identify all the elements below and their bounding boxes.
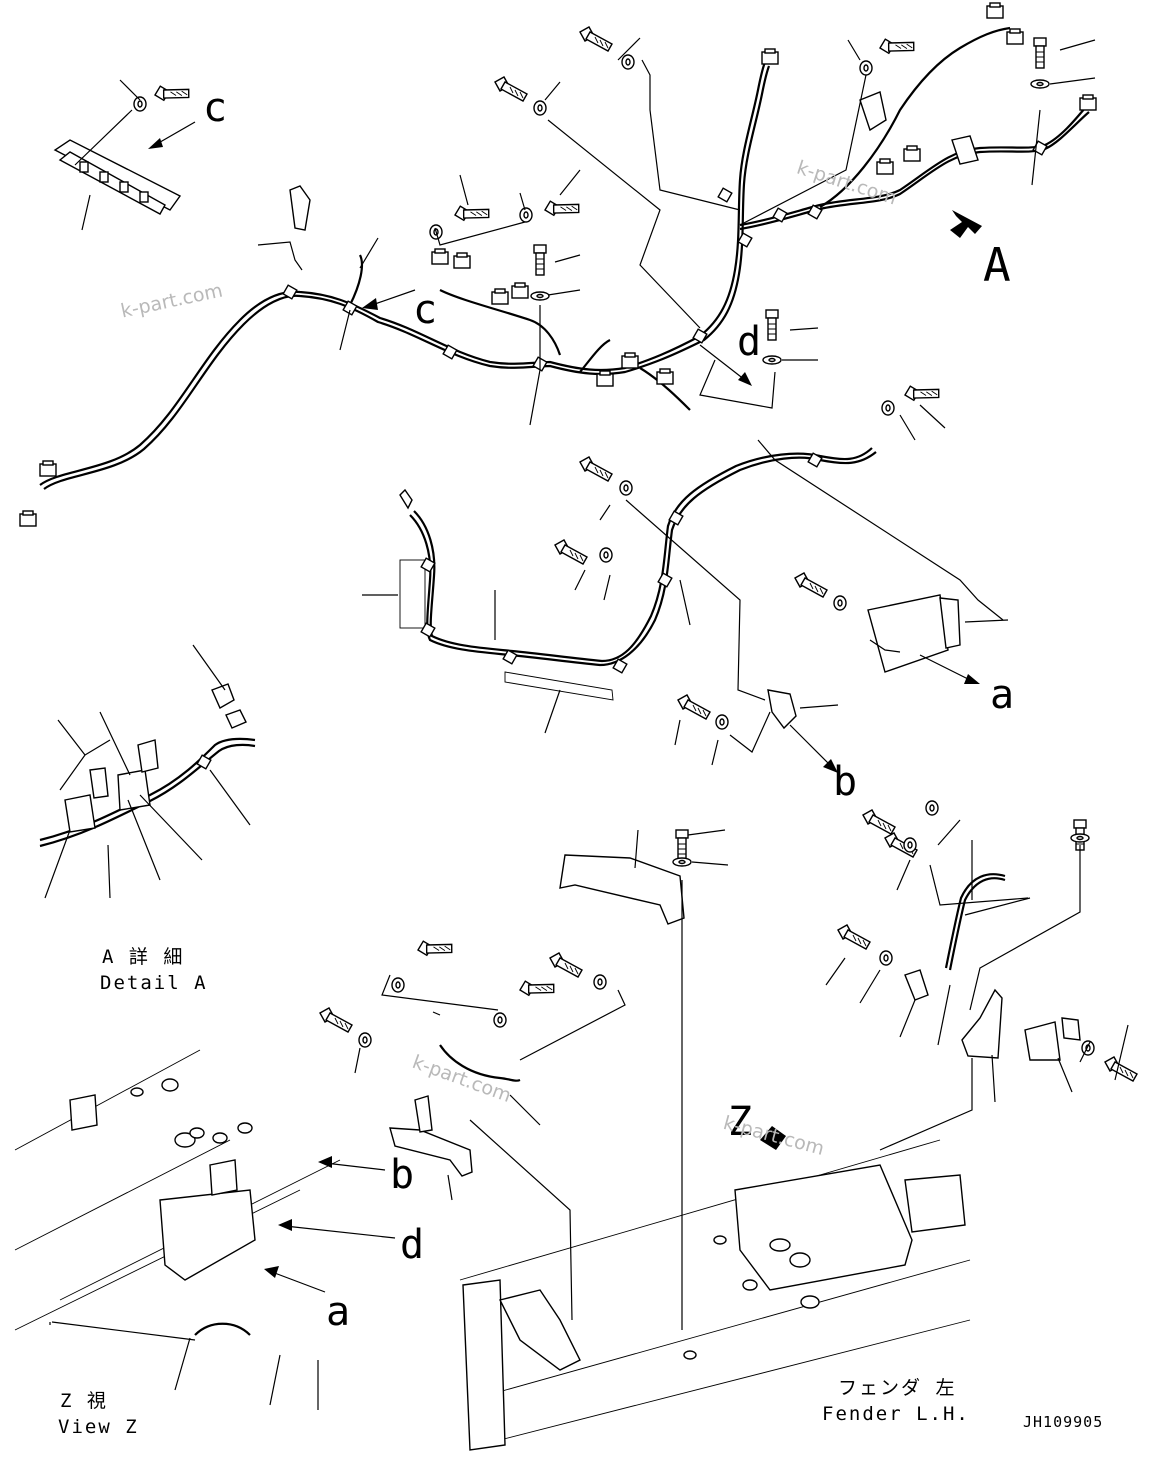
top-fasteners: [133, 26, 1138, 1082]
brackets: [389, 594, 1081, 1177]
leader-lines: [44, 37, 1129, 1410]
frame-drawing: [14, 1049, 971, 1451]
callout-d-left: d: [400, 1222, 425, 1268]
view-z-caption-en: View Z: [58, 1416, 139, 1438]
main-harness: [19, 2, 1097, 527]
fender-caption-en: Fender L.H.: [822, 1403, 970, 1425]
arrows: [148, 121, 982, 1293]
drawing-code: JH109905: [1023, 1413, 1104, 1431]
view-z-caption-jp: Z 視: [60, 1390, 108, 1412]
callout-A-view: A: [983, 238, 1011, 292]
callout-c-top: c: [203, 85, 228, 131]
callout-b-left: b: [390, 1152, 415, 1198]
callout-z-mark: Z: [728, 1099, 753, 1145]
callout-c-mid: c: [413, 287, 438, 333]
callout-a-right: a: [990, 672, 1015, 718]
detail-a-drawing: [39, 683, 256, 848]
callout-a-left: a: [326, 1289, 351, 1335]
detail-a-caption-en: Detail A: [100, 972, 208, 994]
detail-a-caption-jp: A 詳 細: [102, 946, 185, 968]
callout-b-right: b: [833, 759, 858, 805]
callout-d-mid: d: [737, 319, 762, 365]
fender-caption-jp: フェンダ 左: [838, 1377, 957, 1399]
